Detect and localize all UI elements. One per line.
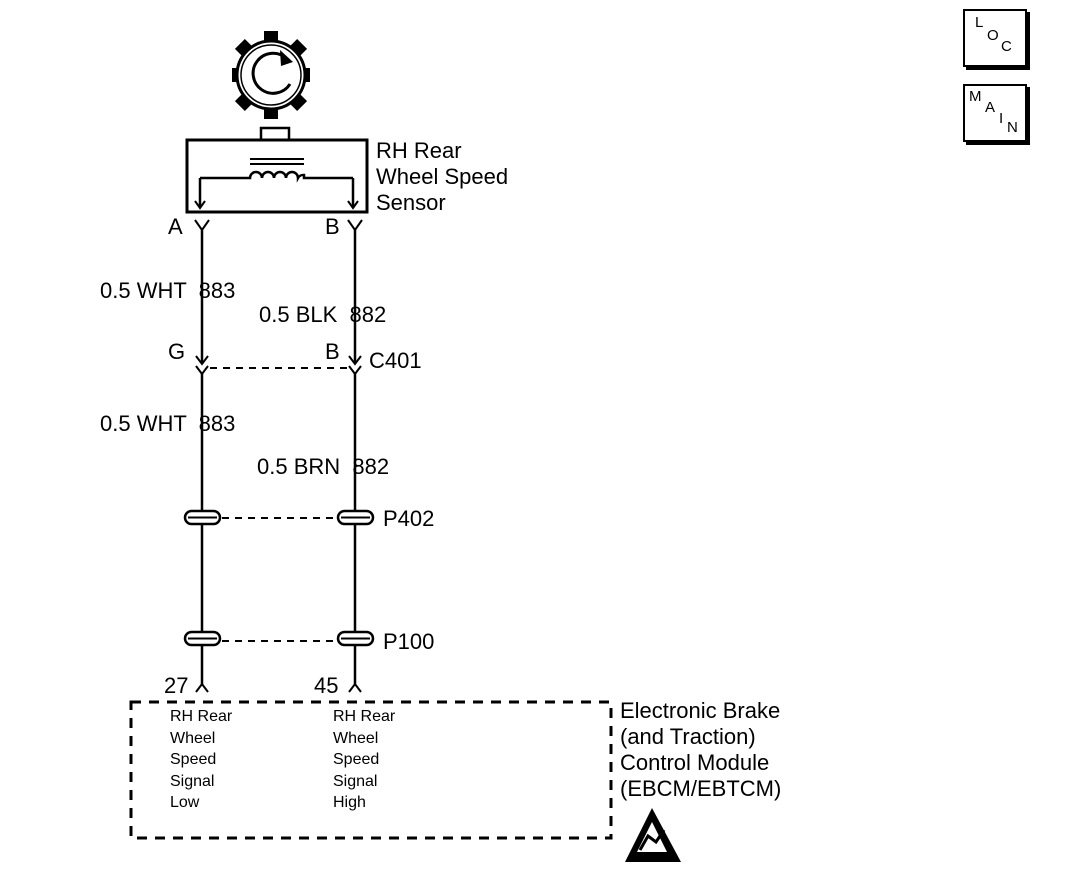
c401-connector	[195, 355, 362, 376]
terminal-a-label: A	[168, 214, 183, 239]
pin-27-description: RH Rear Wheel Speed Signal Low	[170, 708, 233, 811]
p402-pass-through	[183, 509, 375, 526]
module-pin-45-label: 45	[314, 673, 339, 698]
wire-label-lower-right: 0.5 BRN 882	[257, 454, 390, 479]
module-name: Electronic Brake (and Traction) Control …	[620, 698, 782, 801]
c401-terminal-b-label: B	[325, 339, 340, 364]
module-pin-27-label: 27	[164, 673, 189, 698]
terminal-b-label: B	[325, 214, 340, 239]
p100-label: P100	[383, 629, 435, 654]
loc-button[interactable]: L O C	[963, 9, 1027, 67]
wire-label-lower-left: 0.5 WHT 883	[100, 411, 236, 436]
tone-wheel-icon	[232, 31, 310, 119]
main-button[interactable]: M A I N	[963, 84, 1027, 142]
p100-pass-through	[183, 630, 375, 647]
ebcm-module-box	[129, 700, 613, 840]
wire-label-upper-left: 0.5 WHT 883	[100, 278, 236, 303]
pin-45-description: RH Rear Wheel Speed Signal High	[333, 708, 396, 811]
c401-label: C401	[369, 348, 422, 373]
wire-label-upper-right: 0.5 BLK 882	[259, 302, 387, 327]
c401-terminal-g-label: G	[168, 339, 186, 364]
p402-label: P402	[383, 506, 435, 531]
esd-warning-icon	[625, 808, 681, 862]
sensor-body	[185, 126, 369, 214]
sensor-name: RH Rear Wheel Speed Sensor	[376, 138, 509, 215]
